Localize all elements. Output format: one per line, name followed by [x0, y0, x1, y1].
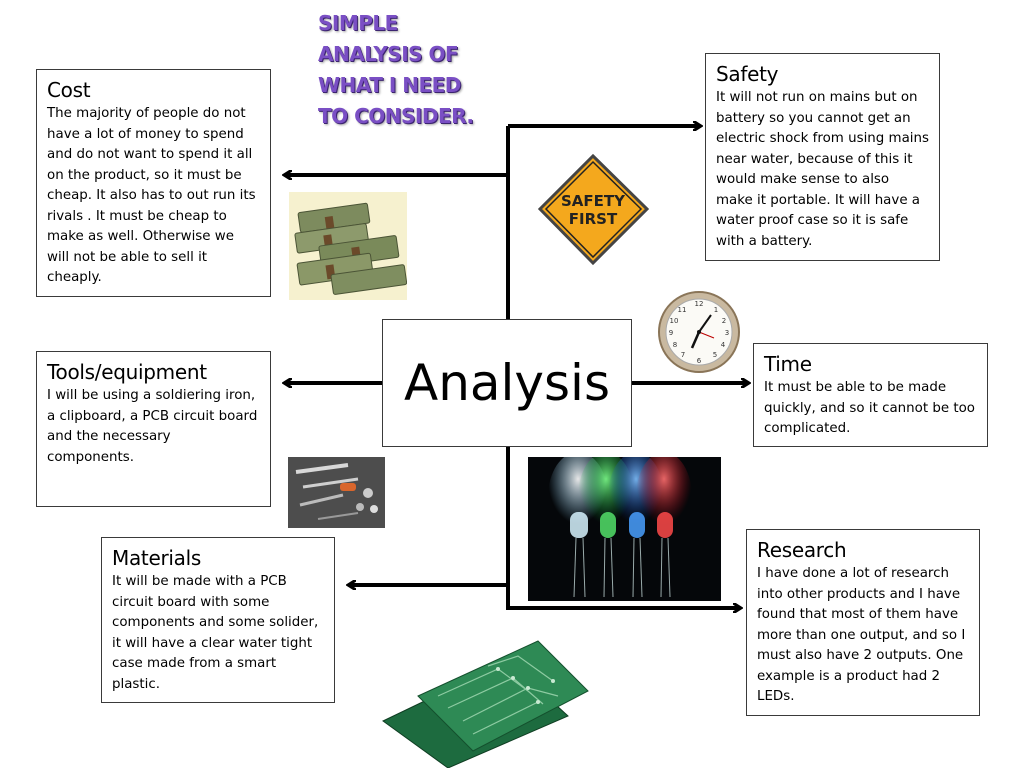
cost-heading: Cost [47, 78, 91, 102]
safety-box: Safety It will not run on mains but on b… [705, 53, 940, 261]
cost-text: The majority of people do not have a lot… [47, 106, 256, 285]
svg-text:5: 5 [713, 351, 717, 359]
slide-title: SIMPLE ANALYSIS OF WHAT I NEED TO CONSID… [318, 11, 474, 128]
research-heading: Research [757, 538, 847, 562]
tools-text: I will be using a soldiering iron, a cli… [47, 388, 258, 465]
svg-text:8: 8 [673, 341, 677, 349]
svg-text:11: 11 [678, 306, 687, 314]
safety-heading: Safety [716, 62, 779, 86]
svg-text:4: 4 [721, 341, 726, 349]
time-text: It must be able to be made quickly, and … [764, 380, 975, 436]
research-text: I have done a lot of research into other… [757, 566, 966, 704]
svg-text:12: 12 [695, 300, 704, 308]
safety-text: It will not run on mains but on battery … [716, 90, 929, 249]
safety-sign-line1: SAFETY [561, 192, 626, 210]
materials-box: Materials It will be made with a PCB cir… [101, 537, 335, 703]
cost-box: Cost The majority of people do not have … [36, 69, 271, 297]
time-box: Time It must be able to be made quickly,… [753, 343, 988, 447]
materials-text: It will be made with a PCB circuit board… [112, 574, 319, 692]
research-box: Research I have done a lot of research i… [746, 529, 980, 716]
svg-text:9: 9 [669, 329, 673, 337]
svg-text:10: 10 [670, 317, 679, 325]
safety-first-sign: SAFETY FIRST [537, 153, 650, 266]
money-stack-image [289, 192, 407, 300]
pcb-boards-image [378, 636, 590, 768]
led-lights-image [528, 457, 721, 601]
svg-text:3: 3 [725, 329, 729, 337]
analysis-center-box: Analysis [382, 319, 632, 447]
tools-image [288, 457, 385, 528]
materials-heading: Materials [112, 546, 201, 570]
safety-sign-line2: FIRST [569, 210, 618, 228]
svg-text:1: 1 [714, 306, 718, 314]
tools-box: Tools/equipment I will be using a soldie… [36, 351, 271, 507]
svg-text:6: 6 [697, 357, 702, 365]
svg-text:7: 7 [681, 351, 685, 359]
time-heading: Time [764, 352, 812, 376]
svg-text:2: 2 [722, 317, 726, 325]
tools-heading: Tools/equipment [47, 360, 207, 384]
